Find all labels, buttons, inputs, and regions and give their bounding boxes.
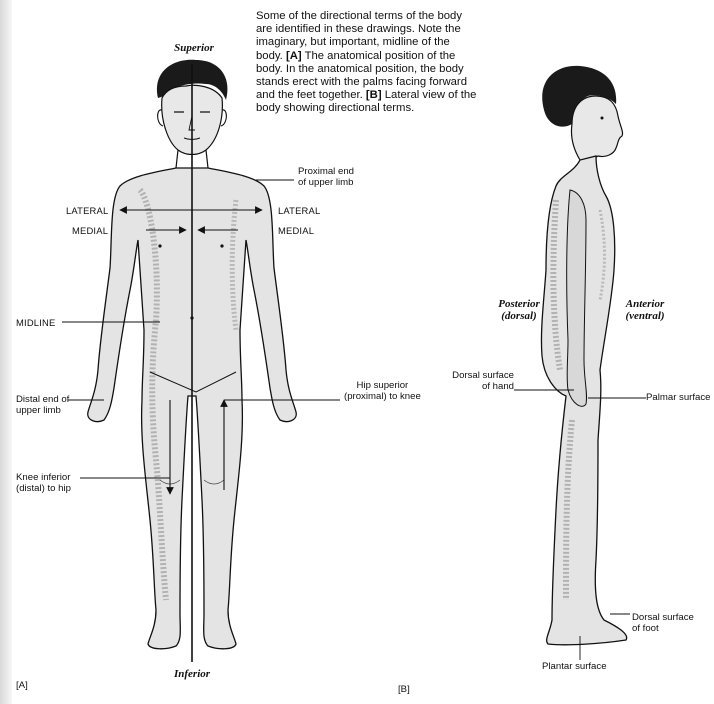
anterior-body-figure <box>88 60 297 662</box>
medial-right-label: MEDIAL <box>278 225 314 236</box>
hip-superior-label: Hip superior (proximal) to knee <box>344 380 421 402</box>
lateral-body-figure <box>541 66 626 645</box>
anterior-line2: (ventral) <box>610 310 680 322</box>
hip-superior-line2: (proximal) to knee <box>344 391 421 402</box>
plantar-surface-label: Plantar surface <box>542 661 607 672</box>
dorsal-foot-line1: Dorsal surface <box>632 612 694 623</box>
distal-end-label: Distal end of upper limb <box>16 394 69 416</box>
proximal-end-label: Proximal end of upper limb <box>298 166 354 188</box>
distal-end-line1: Distal end of <box>16 394 69 405</box>
posterior-line2: (dorsal) <box>484 310 554 322</box>
dorsal-hand-line2: of hand <box>436 381 514 392</box>
knee-inferior-line2: (distal) to hip <box>16 483 71 494</box>
proximal-end-line2: of upper limb <box>298 177 354 188</box>
medial-left-label: MEDIAL <box>72 225 108 236</box>
figure-a-label: [A] <box>16 680 28 691</box>
posterior-label: Posterior (dorsal) <box>484 298 554 322</box>
inferior-label: Inferior <box>164 668 220 680</box>
dorsal-hand-label: Dorsal surface of hand <box>436 370 514 392</box>
dorsal-hand-line1: Dorsal surface <box>436 370 514 381</box>
anterior-label: Anterior (ventral) <box>610 298 680 322</box>
midline-label: MIDLINE <box>16 317 55 328</box>
posterior-line1: Posterior <box>484 298 554 310</box>
knee-inferior-label: Knee inferior (distal) to hip <box>16 472 71 494</box>
hip-superior-line1: Hip superior <box>344 380 421 391</box>
palmar-surface-label: Palmar surface <box>646 392 714 403</box>
figure-b-label: [B] <box>398 684 410 695</box>
dorsal-foot-line2: of foot <box>632 623 694 634</box>
dorsal-foot-label: Dorsal surface of foot <box>632 612 694 634</box>
proximal-end-line1: Proximal end <box>298 166 354 177</box>
lateral-left-label: LATERAL <box>66 205 108 216</box>
distal-end-line2: upper limb <box>16 405 69 416</box>
knee-inferior-line1: Knee inferior <box>16 472 71 483</box>
lateral-right-label: LATERAL <box>278 205 320 216</box>
superior-label: Superior <box>166 42 222 54</box>
anterior-line1: Anterior <box>610 298 680 310</box>
